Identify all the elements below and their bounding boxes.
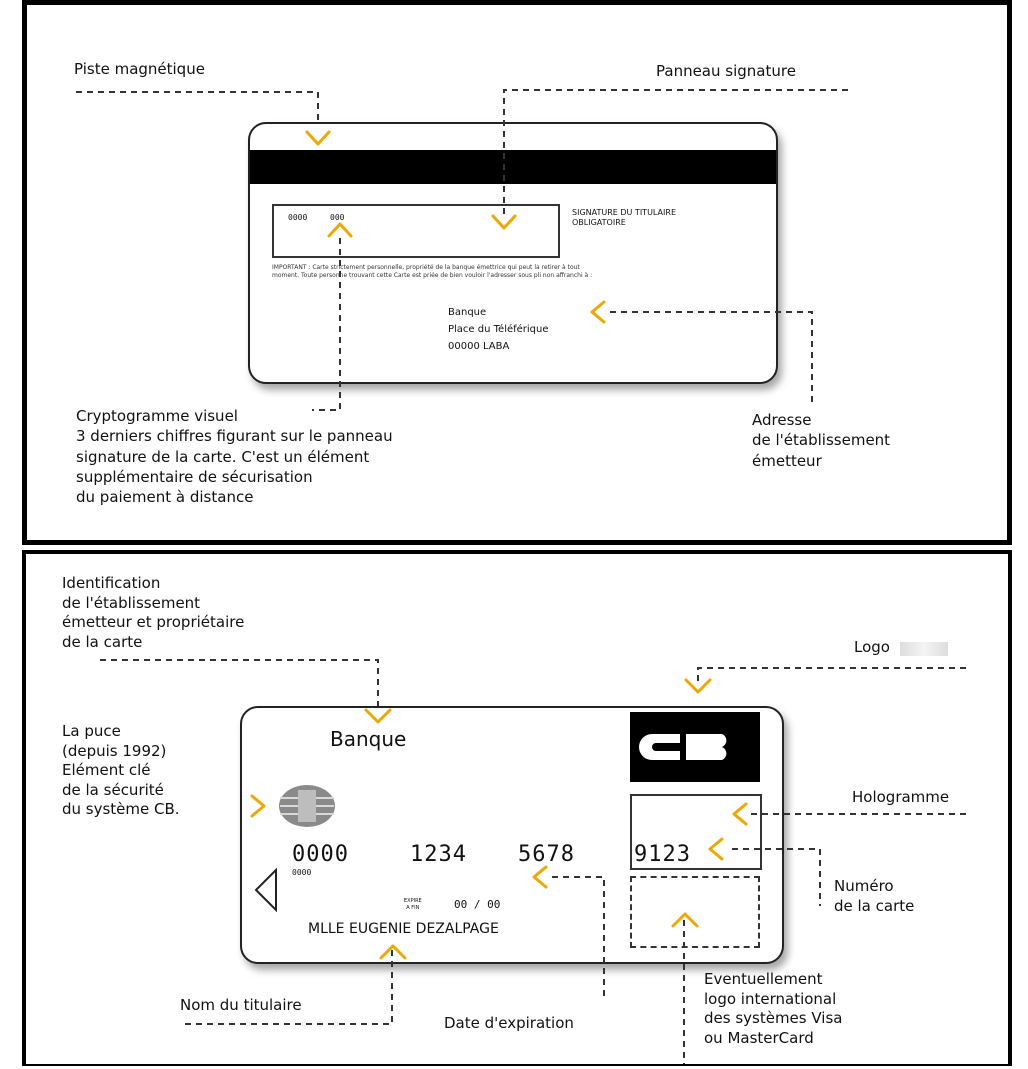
label-identification: Identification de l'établissement émette… (62, 574, 245, 651)
label-signature-panel: Panneau signature (656, 62, 796, 80)
chip (278, 784, 336, 828)
international-logo-area (630, 876, 760, 948)
hologram (630, 794, 762, 870)
label-chip: La puce (depuis 1992) Elément clé de la … (62, 722, 180, 818)
signature-panel: 0000 000 (272, 204, 560, 258)
card-edge-triangle (254, 867, 278, 916)
label-logo: Logo (854, 638, 890, 656)
card-number-group-1: 0000 (292, 842, 349, 867)
expire-label: EXPIRE A FIN (404, 898, 422, 911)
bank-name: Banque (330, 727, 407, 751)
label-cryptogram: Cryptogramme visuel 3 derniers chiffres … (76, 407, 393, 506)
label-magnetic-stripe: Piste magnétique (74, 60, 205, 78)
cb-logo-icon (639, 734, 727, 760)
chip-icon (279, 785, 335, 827)
card-number-group-3: 5678 (518, 842, 575, 867)
label-expiry-date: Date d'expiration (444, 1014, 574, 1032)
sig-number-2: 000 (330, 213, 345, 222)
sig-number-1: 0000 (288, 213, 308, 222)
signature-required-text: SIGNATURE DU TITULAIRE OBLIGATOIRE (572, 208, 677, 227)
issuer-address: Banque Place du Téléférique 00000 LABA (448, 307, 549, 352)
label-card-number: Numéro de la carte (834, 877, 915, 916)
label-holder-name: Nom du titulaire (180, 996, 302, 1014)
card-front: Banque 0000 1234 5678 9123 0000 EXPIRE A… (240, 706, 784, 964)
label-hologram: Hologramme (852, 788, 950, 806)
card-small-number: 0000 (292, 868, 312, 877)
card-number-group-2: 1234 (410, 842, 467, 867)
holder-name: MLLE EUGENIE DEZALPAGE (308, 921, 499, 937)
logo-blurred-mark (900, 642, 948, 656)
label-issuer-address: Adresse de l'établissement émetteur (752, 411, 891, 470)
card-number-group-4: 9123 (634, 842, 691, 867)
important-notice: IMPORTANT : Carte strictement personnell… (272, 264, 593, 280)
cb-logo (630, 712, 760, 782)
magnetic-stripe (250, 150, 776, 184)
label-international-logo: Eventuellement logo international des sy… (704, 970, 843, 1047)
card-back: 0000 000 SIGNATURE DU TITULAIRE OBLIGATO… (248, 122, 778, 384)
expire-value: 00 / 00 (454, 898, 501, 911)
